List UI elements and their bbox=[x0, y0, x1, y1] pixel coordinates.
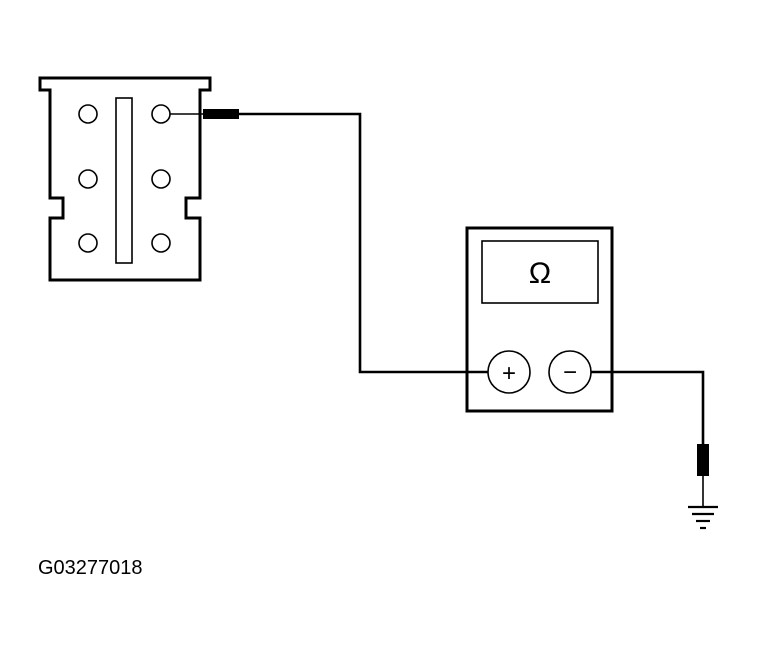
ohmmeter: Ω + − bbox=[465, 226, 614, 413]
connector bbox=[38, 76, 212, 282]
positive-terminal bbox=[487, 350, 531, 394]
connector-pin-1 bbox=[78, 104, 98, 124]
connector-pin-4 bbox=[151, 169, 171, 189]
connector-center-rib bbox=[115, 97, 133, 264]
positive-probe-tip bbox=[203, 109, 239, 119]
connector-pin-5 bbox=[78, 233, 98, 253]
negative-probe bbox=[697, 444, 709, 506]
positive-lead-wire bbox=[239, 112, 488, 374]
connector-pin-3 bbox=[78, 169, 98, 189]
connector-pin-2 bbox=[151, 104, 171, 124]
connector-body bbox=[38, 76, 212, 282]
negative-lead-wire bbox=[591, 370, 705, 446]
ground-icon bbox=[688, 505, 718, 530]
positive-probe bbox=[170, 109, 239, 119]
connector-pin-6 bbox=[151, 233, 171, 253]
ohmmeter-body bbox=[465, 226, 614, 413]
figure-id: G03277018 bbox=[38, 557, 143, 579]
positive-terminal-label: + bbox=[502, 360, 516, 387]
ohmmeter-display bbox=[481, 240, 599, 304]
negative-terminal-label: − bbox=[563, 359, 577, 386]
ohm-symbol: Ω bbox=[529, 257, 551, 290]
negative-probe-tip bbox=[697, 444, 709, 476]
